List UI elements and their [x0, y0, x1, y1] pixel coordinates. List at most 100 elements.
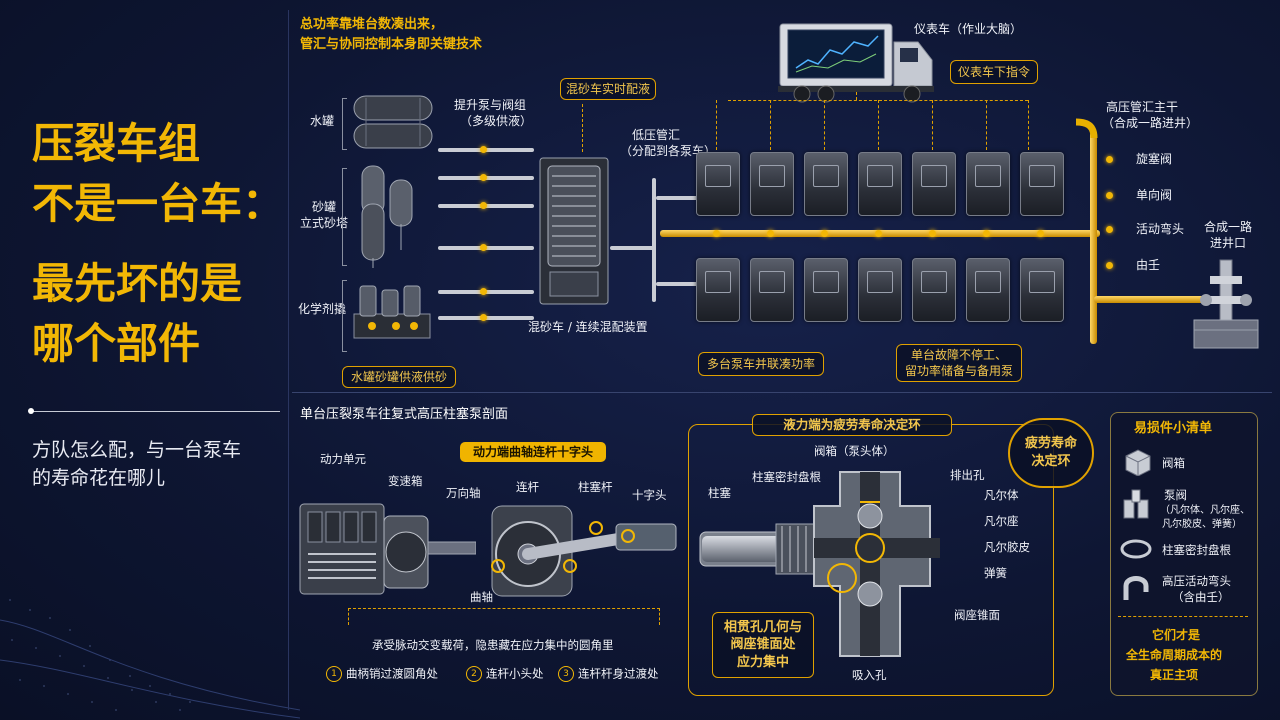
low-manifold-label-1: 低压管汇	[632, 128, 681, 142]
con-rod-label: 连杆	[516, 480, 539, 494]
fatigue-badge-line-1: 疲劳寿命	[1024, 436, 1077, 452]
section-divider-vertical	[288, 10, 289, 710]
checklist-item-1: 阀箱	[1162, 456, 1185, 470]
instrument-cmd-box: 仪表车下指令	[950, 60, 1038, 84]
water-bracket	[342, 98, 347, 150]
check-valve-dot	[1106, 192, 1113, 199]
low-feed-bottom	[656, 282, 706, 286]
subtitle-line-2: 的寿命花在哪儿	[32, 467, 166, 489]
pump-truck	[696, 258, 740, 322]
standby-line-2: 留功率储备与备用泵	[904, 364, 1013, 378]
instrument-truck-label: 仪表车（作业大脑）	[914, 22, 1023, 36]
pump-truck	[912, 152, 956, 216]
headline-line-2: 管汇与协同控制本身即关键技术	[300, 37, 483, 52]
pump-truck	[858, 258, 902, 322]
hp-fitting	[713, 230, 720, 237]
checklist-title: 易损件小清单	[1134, 421, 1213, 436]
fatigue-badge: 疲劳寿命 决定环	[1008, 418, 1094, 488]
checklist-item-2-line-1: 泵阀	[1164, 488, 1187, 502]
hp-to-well-pipe	[1094, 296, 1204, 303]
fatigue-badge-line-2: 决定环	[1031, 454, 1071, 469]
wave-decoration-icon	[0, 599, 300, 719]
hp-manifold-label-1: 高压管汇主干	[1106, 100, 1179, 114]
valve-fitting	[480, 146, 487, 153]
bottom-section-title: 单台压裂泵车往复式高压柱塞泵剖面	[300, 407, 509, 422]
supply-box: 水罐砂罐供液供砂	[342, 366, 456, 388]
pump-truck	[750, 152, 794, 216]
union-label: 由壬	[1136, 258, 1161, 272]
spring-label: 弹簧	[984, 566, 1007, 580]
checklist-footer-1: 它们才是	[1152, 628, 1201, 642]
lift-pump-label-2: （多级供液）	[460, 114, 533, 128]
suction-label: 吸入孔	[852, 668, 887, 682]
hp-trunk-vertical	[1090, 132, 1097, 344]
pump-truck	[1020, 152, 1064, 216]
point-1-text: 曲柄销过渡圆角处	[346, 666, 438, 681]
sand-bracket	[342, 168, 347, 266]
control-drop	[932, 100, 933, 150]
sand-tower-label-2: 立式砂塔	[300, 216, 349, 230]
section-divider-horizontal	[292, 392, 1272, 393]
subtitle-line-1: 方队怎么配，与一台泵车	[32, 439, 242, 461]
checklist-item-2-line-3: 凡尔胶皮、弹簧）	[1162, 519, 1242, 530]
plug-valve-dot	[1106, 156, 1113, 163]
checklist-item-4-line-1: 高压活动弯头	[1162, 574, 1231, 588]
blender-label: 混砂车 / 连续混配装置	[528, 320, 648, 334]
control-line-blender	[582, 104, 583, 152]
point-3-text: 连杆杆身过渡处	[578, 666, 659, 681]
water-tank-label: 水罐	[310, 114, 335, 128]
gearbox-label: 变速箱	[388, 474, 423, 488]
blender-realtime-box: 混砂车实时配液	[560, 78, 656, 100]
lift-pump-label-1: 提升泵与阀组	[454, 98, 527, 112]
checklist-item-3: 柱塞密封盘根	[1162, 543, 1231, 557]
wellhead-icon	[1193, 259, 1259, 349]
checklist-footer-2: 全生命周期成本的	[1126, 648, 1223, 662]
load-bracket	[348, 608, 660, 625]
valve-box-icon	[1125, 449, 1151, 476]
sand-tower-icon	[361, 165, 413, 268]
main-title-line-1: 压裂车组	[32, 119, 201, 168]
checklist-divider	[1118, 616, 1248, 617]
pump-truck	[1020, 258, 1064, 322]
swivel-label: 活动弯头	[1136, 222, 1185, 236]
pump-truck	[858, 152, 902, 216]
crankshaft-label: 曲轴	[470, 590, 493, 604]
chem-skid-icon	[353, 285, 431, 339]
packing-ring-icon	[1120, 539, 1152, 559]
pump-truck	[966, 258, 1010, 322]
swivel-joint-icon	[1123, 576, 1149, 600]
well-entry-label-1: 合成一路	[1204, 220, 1253, 234]
u-joint-label: 万向轴	[446, 486, 481, 500]
engine-icon	[299, 503, 476, 595]
point-2-number: 2	[466, 666, 482, 682]
checklist-footer-3: 真正主项	[1150, 668, 1199, 682]
instrument-truck-icon	[778, 23, 934, 103]
multi-pump-box: 多台泵车并联凑功率	[698, 352, 824, 376]
stress-note-box: 相贯孔几何与 阀座锥面处 应力集中	[712, 612, 814, 678]
union-dot	[1106, 262, 1113, 269]
stress-note-line-1: 相贯孔几何与	[723, 619, 802, 635]
valve-body-label: 凡尔体	[984, 488, 1019, 502]
valve-fitting	[480, 202, 487, 209]
control-drop	[824, 100, 825, 150]
low-manifold-label-2: （分配到各泵车）	[620, 144, 717, 158]
blender-outlet-pipe	[610, 246, 654, 250]
water-tank-icon	[353, 95, 433, 149]
divider-dot	[28, 408, 34, 414]
standby-line-1: 单台故障不停工、	[910, 347, 1007, 362]
plunger-rod-label: 柱塞杆	[578, 480, 613, 494]
headline-line-1: 总功率靠堆台数凑出来，	[300, 17, 444, 32]
hp-bend-icon	[1075, 118, 1098, 139]
plug-valve-label: 旋塞阀	[1136, 152, 1173, 166]
valve-fitting	[480, 174, 487, 181]
fluid-end-section-icon	[699, 471, 940, 657]
packing-label: 柱塞密封盘根	[752, 470, 821, 484]
control-drop	[986, 100, 987, 150]
pump-truck	[750, 258, 794, 322]
control-drop	[770, 100, 771, 150]
sand-tower-label-1: 砂罐	[312, 200, 337, 214]
